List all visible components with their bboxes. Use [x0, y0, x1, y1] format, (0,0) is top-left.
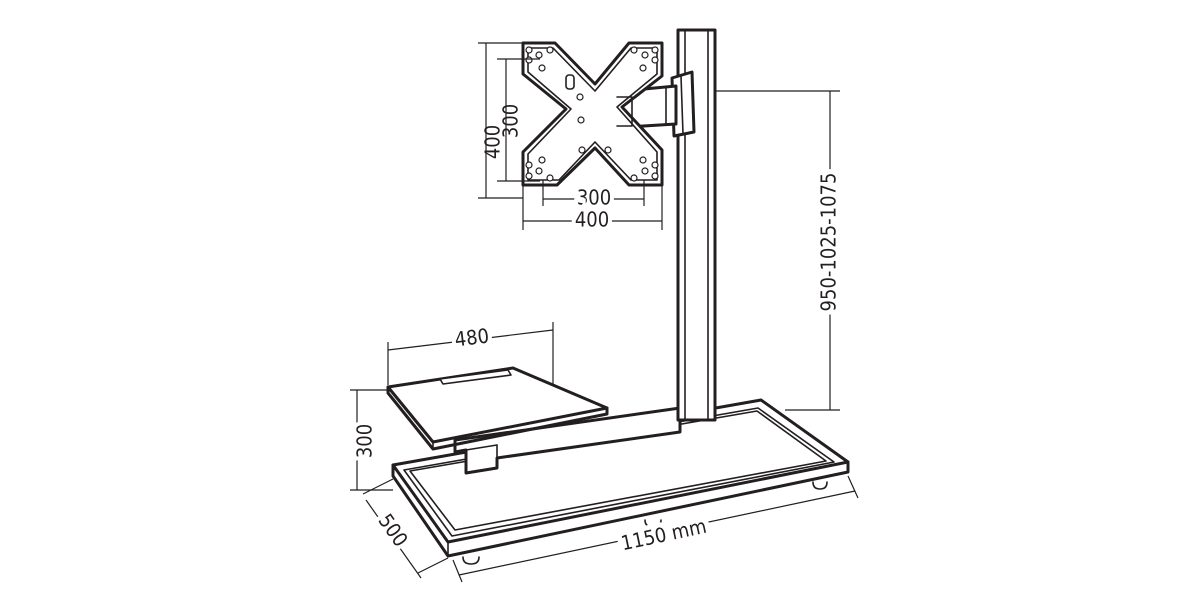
vesa-height-outer-label: 400 [481, 125, 505, 159]
vesa-width-inner-label: 300 [577, 186, 611, 210]
mount-height-label: 950-1025-1075 [817, 173, 841, 312]
vesa-width-outer-label: 400 [575, 208, 609, 232]
vesa-plate [521, 41, 664, 187]
vesa-dimensions [478, 42, 663, 230]
base-plate [391, 398, 850, 565]
base-width-label: 1150 mm [619, 514, 709, 555]
column [670, 28, 717, 422]
base-depth-label: 500 [374, 509, 413, 551]
shelf [386, 366, 609, 451]
shelf-width-label: 480 [453, 324, 490, 352]
vesa-height-inner-label: 300 [499, 104, 523, 138]
vesa-holes [525, 46, 659, 182]
shelf-height-label: 300 [353, 424, 377, 458]
base-dimensions [362, 475, 859, 583]
